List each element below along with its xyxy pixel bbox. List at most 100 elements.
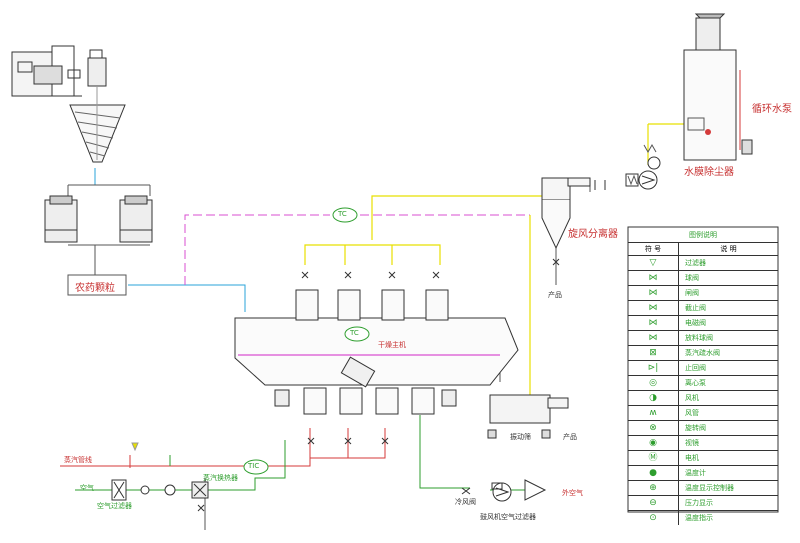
steam-trap-icon: ⊠ <box>628 346 679 360</box>
label-air: 空气 <box>80 484 94 492</box>
granule-feed-line <box>128 284 246 312</box>
legend-row: ⊕ 温度显示控制器 <box>628 480 778 495</box>
legend-description: 视镜 <box>685 439 699 447</box>
exhaust-manifold <box>304 244 441 265</box>
legend-row: ⋈ 电磁阀 <box>628 315 778 330</box>
dryer-main-body <box>234 289 519 415</box>
legend-description: 温度显示控制器 <box>685 484 734 492</box>
fan-icon: ◑ <box>628 391 679 405</box>
legend-row: ⋈ 闸阀 <box>628 285 778 300</box>
legend-description: 压力显示 <box>685 499 713 507</box>
legend-header-description: 说 明 <box>720 245 737 253</box>
legend-description: 蒸汽疏水阀 <box>685 349 720 357</box>
valve-icon <box>301 271 309 279</box>
gate-valve-icon: ⋈ <box>628 271 679 285</box>
rotary-valve-icon: ⊗ <box>628 421 679 435</box>
label-circulating-pump: 循环水泵 <box>752 104 792 115</box>
valve-icon <box>381 437 389 445</box>
legend-description: 放料球阀 <box>685 334 713 342</box>
legend-description: 风管 <box>685 409 699 417</box>
instrument-bubbles <box>131 207 370 475</box>
distribution-line <box>67 185 151 196</box>
exhaust-branch <box>344 245 393 265</box>
legend-title: 图例说明 <box>689 231 717 239</box>
legend-row: ◑ 风机 <box>628 390 778 405</box>
legend-description: 闸阀 <box>685 289 699 297</box>
label-outside-air: 外空气 <box>562 489 583 497</box>
valve-icon <box>307 437 315 445</box>
tc-body-bubble <box>344 326 370 342</box>
legend-row: ⊙温度指示 <box>628 510 778 525</box>
cold-air-line <box>419 415 470 489</box>
legend-row: ⊖ 压力显示 <box>628 495 778 510</box>
stop-valve-icon: ⋈ <box>628 301 679 315</box>
legend-row: ⋈ 放料球阀 <box>628 330 778 345</box>
steam-line <box>347 428 386 459</box>
valve-icon <box>594 180 606 190</box>
legend-description: 电机 <box>685 454 699 462</box>
label-blower-filter: 鼓风机空气过滤器 <box>480 513 536 521</box>
legend-description: 球阀 <box>685 274 699 282</box>
legend-description: 风机 <box>685 394 699 402</box>
valve-icon <box>197 504 205 512</box>
motor-icon: Ⓜ <box>628 451 679 465</box>
legend-description: 止回阀 <box>685 364 706 372</box>
label-air-filter: 空气过滤器 <box>97 502 132 510</box>
legend-header-row: 符 号 说 明 <box>628 242 778 255</box>
check-valve-icon: ⊳| <box>628 361 679 375</box>
legend-row: ◉ 视镜 <box>628 435 778 450</box>
label-steam-line: 蒸汽管线 <box>64 456 92 464</box>
tc-top-bubble <box>332 207 358 223</box>
water-film-dust-collector <box>683 13 753 161</box>
valves <box>197 180 606 512</box>
steam-heater <box>111 479 209 501</box>
exhaust-fan <box>625 143 661 190</box>
solenoid-valve-icon: ⋈ <box>628 316 679 330</box>
label-water-film-dust-collector: 水膜除尘器 <box>684 167 734 178</box>
steam-line <box>60 428 311 467</box>
temp-gauge-icon: ● <box>628 466 679 480</box>
cone-mixer <box>69 49 126 163</box>
exhaust-duct <box>371 195 545 240</box>
sight-glass-icon: ◉ <box>628 436 679 450</box>
legend-rows: ▽过滤器⋈球阀⋈闸阀⋈截止阀⋈电磁阀⋈放料球阀⊠蒸汽疏水阀⊳|止回阀◎离心泵◑风… <box>628 255 778 525</box>
filter-icon: ▽ <box>628 256 679 270</box>
legend-row: ⋈ 球阀 <box>628 270 778 285</box>
legend-row: ⊗ 旋转阀 <box>628 420 778 435</box>
label-cyclone-separator: 旋风分离器 <box>568 229 618 240</box>
label-cold-air: 冷风阀 <box>455 498 476 506</box>
legend-description: 旋转阀 <box>685 424 706 432</box>
label-product-vibrator: 产品 <box>563 433 577 441</box>
legend-row: ⊳| 止回阀 <box>628 360 778 375</box>
legend-frame <box>627 226 779 513</box>
legend-description: 温度计 <box>685 469 706 477</box>
legend-row: ⋈ 截止阀 <box>628 300 778 315</box>
valve-icon <box>344 437 352 445</box>
cyclone-separator <box>541 177 591 250</box>
tic-heater-bubble <box>243 459 269 475</box>
label-steam-heater: 蒸汽换热器 <box>203 474 238 482</box>
label-vibrating-screen: 振动筛 <box>510 433 531 441</box>
legend-description: 电磁阀 <box>685 319 706 327</box>
steam-branch <box>129 455 190 468</box>
pressure-gauge-icon: ⊖ <box>628 496 679 510</box>
vibrating-screen <box>487 394 569 439</box>
tag-top-duct: TC <box>338 210 347 218</box>
temp-control-icon: ⊕ <box>628 481 679 495</box>
legend-row: ◎离心泵 <box>628 375 778 390</box>
temp-indicator-icon: ⊙ <box>628 511 679 525</box>
pipelines <box>60 70 741 530</box>
label-product-cyclone: 产品 <box>548 291 562 299</box>
hot-air-duct <box>184 214 330 285</box>
legend: 图例说明 符 号 说 明 ▽过滤器⋈球阀⋈闸阀⋈截止阀⋈电磁阀⋈放料球阀⊠蒸汽疏… <box>628 228 778 525</box>
legend-description: 截止阀 <box>685 304 706 312</box>
tag-dryer-body: TC <box>350 329 359 337</box>
control-valve-icon: ⋈ <box>628 331 679 345</box>
valve-icon <box>552 258 560 266</box>
tag-heater-outlet: TIC <box>248 462 260 470</box>
packer-left <box>44 195 78 243</box>
pesticide-granules-box <box>67 274 127 296</box>
globe-valve-icon: ⋈ <box>628 286 679 300</box>
